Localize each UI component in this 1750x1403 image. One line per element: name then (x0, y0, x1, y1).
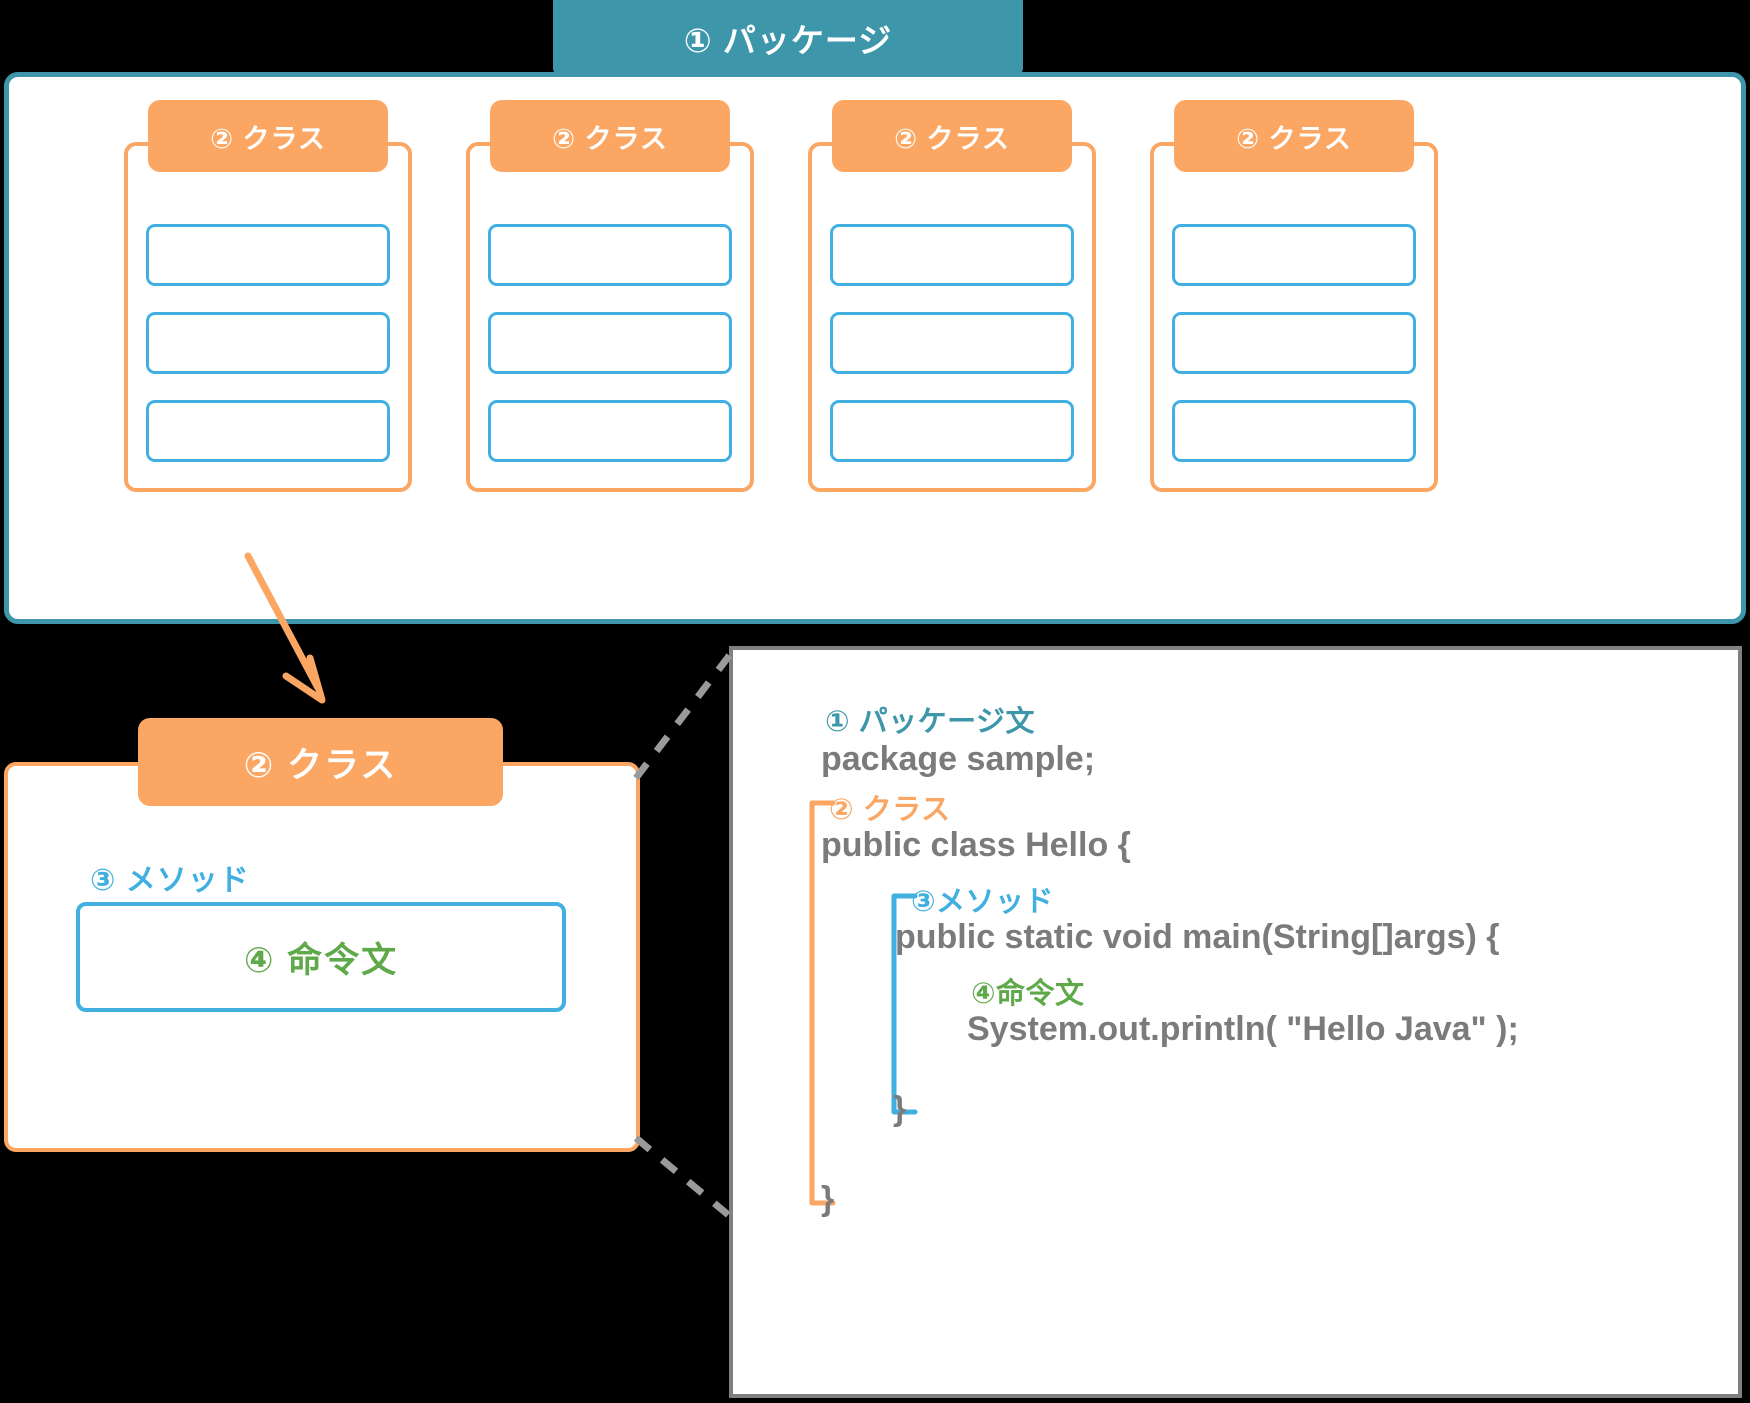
class-tab: ② クラス (832, 100, 1072, 172)
class-slot-list (808, 142, 1096, 492)
class-tab-label: ② クラス (894, 123, 1010, 154)
code-class-declaration: public class Hello { (821, 826, 1131, 864)
detail-class-tab: ② クラス (138, 718, 503, 806)
class-slot-list (1150, 142, 1438, 492)
class-slot (146, 224, 390, 286)
class-slot (830, 224, 1074, 286)
class-tab: ② クラス (490, 100, 730, 172)
package-class-card-1: ② クラス (124, 100, 412, 492)
code-method-declaration: public static void main(String[]args) { (895, 918, 1500, 956)
code-print-statement: System.out.println( "Hello Java" ); (967, 1010, 1519, 1048)
class-slot-list (466, 142, 754, 492)
detail-statement-box: ④ 命令文 (76, 902, 566, 1012)
code-class-label: ② クラス (829, 794, 951, 826)
class-tab-label: ② クラス (210, 123, 326, 154)
class-tab-label: ② クラス (1236, 123, 1352, 154)
code-package-statement: package sample; (821, 740, 1096, 778)
class-tab: ② クラス (148, 100, 388, 172)
class-slot (830, 400, 1074, 462)
package-tab-label: ① パッケージ (683, 22, 893, 59)
class-slot (146, 400, 390, 462)
class-tab: ② クラス (1174, 100, 1414, 172)
zoom-in-arrow-icon (244, 552, 326, 704)
package-class-card-4: ② クラス (1150, 100, 1438, 492)
package-tab: ① パッケージ (553, 0, 1023, 76)
code-example-panel: ① パッケージ文 package sample; ② クラス public cl… (729, 646, 1742, 1398)
code-class-closing-brace: } (821, 1180, 835, 1218)
detail-class-tab-label: ② クラス (243, 745, 398, 785)
code-statement-label: ④命令文 (971, 978, 1085, 1010)
detail-statement-label: ④ 命令文 (243, 940, 399, 980)
package-class-card-2: ② クラス (466, 100, 754, 492)
class-slot (488, 224, 732, 286)
package-class-card-3: ② クラス (808, 100, 1096, 492)
class-slot-list (124, 142, 412, 492)
code-method-closing-brace: } (893, 1090, 907, 1128)
code-bracket-guides (809, 800, 918, 1206)
class-slot (1172, 224, 1416, 286)
dashed-connector-lines (633, 649, 735, 1220)
code-method-label: ③メソッド (911, 886, 1055, 918)
class-slot (1172, 312, 1416, 374)
code-package-label: ① パッケージ文 (825, 706, 1036, 738)
class-slot (830, 312, 1074, 374)
class-slot (146, 312, 390, 374)
class-slot (488, 312, 732, 374)
class-slot (488, 400, 732, 462)
class-slot (1172, 400, 1416, 462)
detail-method-label: ③ メソッド (90, 864, 250, 897)
class-tab-label: ② クラス (552, 123, 668, 154)
